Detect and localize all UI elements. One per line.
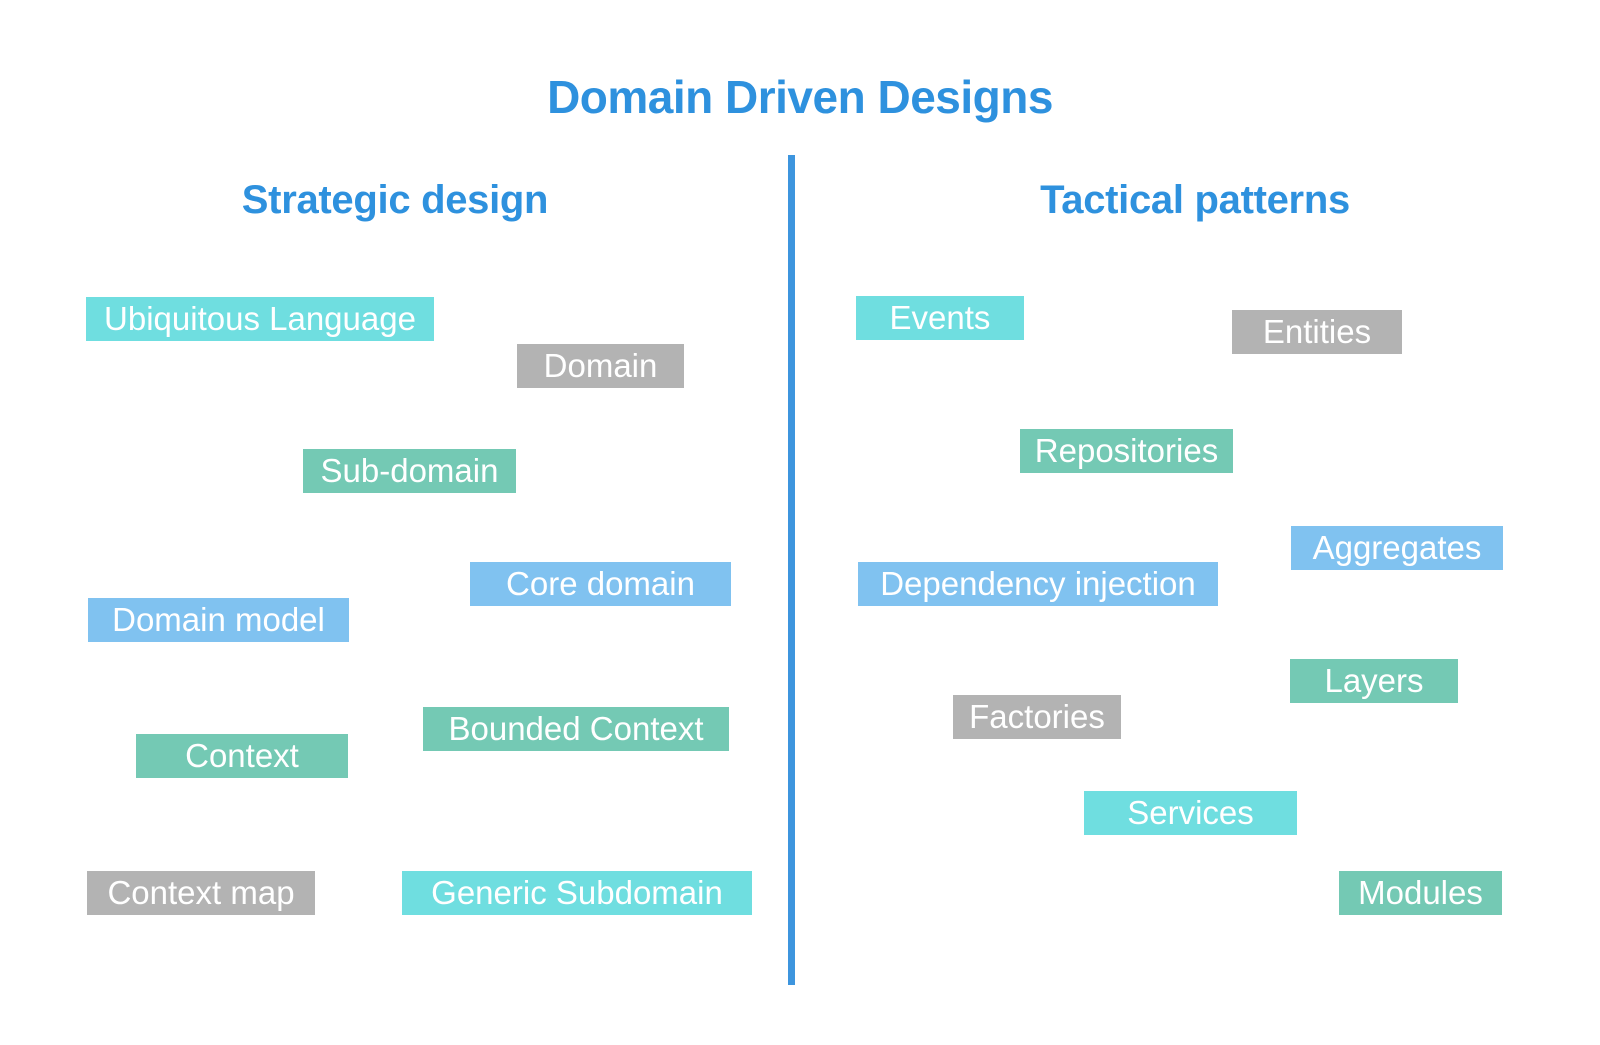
tag-ubiquitous-language: Ubiquitous Language [86,297,434,341]
tag-layers: Layers [1290,659,1458,703]
tag-entities: Entities [1232,310,1402,354]
tag-modules: Modules [1339,871,1502,915]
page-title: Domain Driven Designs [547,71,1053,123]
tag-core-domain: Core domain [470,562,731,606]
tag-aggregates: Aggregates [1291,526,1503,570]
tag-dependency-injection: Dependency injection [858,562,1218,606]
tag-bounded-context: Bounded Context [423,707,729,751]
tag-repositories: Repositories [1020,429,1233,473]
tag-services: Services [1084,791,1297,835]
tag-generic-subdomain: Generic Subdomain [402,871,752,915]
column-heading-tactical-patterns: Tactical patterns [1040,178,1350,222]
column-heading-strategic-design: Strategic design [241,178,549,222]
vertical-divider [788,155,795,985]
tag-sub-domain: Sub-domain [303,449,516,493]
tag-context: Context [136,734,348,778]
tag-domain: Domain [517,344,684,388]
tag-domain-model: Domain model [88,598,349,642]
tag-context-map: Context map [87,871,315,915]
tag-events: Events [856,296,1024,340]
tag-factories: Factories [953,695,1121,739]
